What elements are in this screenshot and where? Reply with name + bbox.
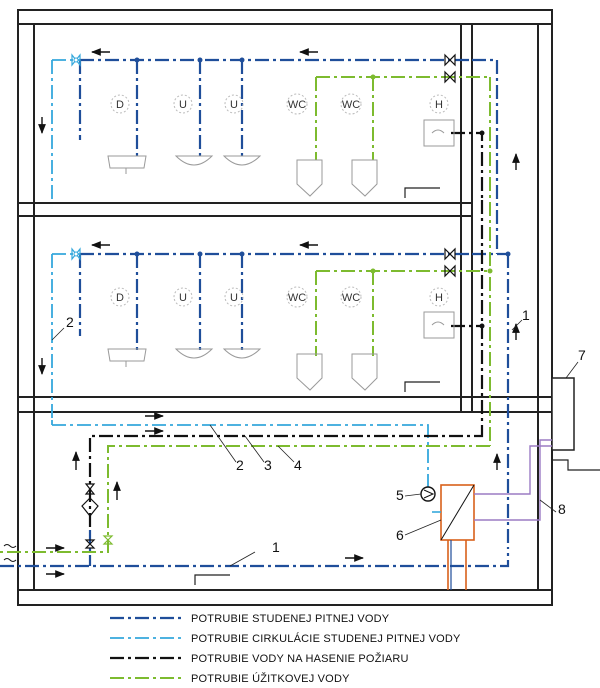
svg-text:WC: WC bbox=[288, 292, 306, 304]
floor-2: D U U WC WC H bbox=[38, 48, 520, 200]
washbasin-icon bbox=[222, 155, 262, 166]
callout-label: 2 bbox=[66, 314, 74, 330]
legend-item: POTRUBIE VODY NA HASENIE POŽIARU bbox=[110, 652, 409, 665]
legend-item: POTRUBIE CIRKULÁCIE STUDENEJ PITNEJ VODY bbox=[110, 632, 461, 645]
svg-text:POTRUBIE CIRKULÁCIE STUDENEJ P: POTRUBIE CIRKULÁCIE STUDENEJ PITNEJ VODY bbox=[191, 632, 461, 645]
fire-hydrant-cabinet-icon bbox=[423, 119, 455, 147]
valve-icon bbox=[71, 53, 81, 67]
sink-icon bbox=[107, 348, 147, 367]
callout-label: 3 bbox=[264, 457, 272, 473]
callout-label: 2 bbox=[236, 457, 244, 473]
valve-icon bbox=[444, 247, 456, 261]
fire-hydrant-cabinet-icon bbox=[423, 311, 455, 339]
valve-icon bbox=[84, 483, 96, 495]
legend-item: POTRUBIE STUDENEJ PITNEJ VODY bbox=[110, 613, 390, 625]
callout-label: 7 bbox=[578, 347, 586, 363]
callouts: 1 2 1 2 3 4 5 6 7 8 bbox=[51, 307, 586, 567]
callout-label: 5 bbox=[396, 487, 404, 503]
svg-text:POTRUBIE VODY NA HASENIE POŽIA: POTRUBIE VODY NA HASENIE POŽIARU bbox=[191, 652, 409, 665]
legend: POTRUBIE STUDENEJ PITNEJ VODY POTRUBIE C… bbox=[110, 613, 461, 685]
svg-text:POTRUBIE ÚŽITKOVEJ VODY: POTRUBIE ÚŽITKOVEJ VODY bbox=[191, 672, 350, 685]
svg-text:U: U bbox=[230, 292, 238, 304]
svg-text:U: U bbox=[230, 99, 238, 111]
pipe-break-icon bbox=[3, 544, 17, 548]
svg-text:U: U bbox=[179, 99, 187, 111]
sink-icon bbox=[107, 155, 147, 174]
washbasin-icon bbox=[222, 348, 262, 359]
svg-text:POTRUBIE STUDENEJ PITNEJ VODY: POTRUBIE STUDENEJ PITNEJ VODY bbox=[191, 613, 390, 625]
callout-label: 6 bbox=[396, 527, 404, 543]
basement bbox=[0, 377, 575, 590]
hose-reel-icon bbox=[431, 321, 445, 326]
valve-icon bbox=[444, 53, 456, 67]
risers bbox=[51, 60, 520, 548]
toilet-icon bbox=[296, 353, 323, 391]
callout-label: 1 bbox=[272, 539, 280, 555]
legend-item: POTRUBIE ÚŽITKOVEJ VODY bbox=[110, 672, 350, 685]
toilet-icon bbox=[296, 159, 323, 197]
callout-label: 4 bbox=[294, 457, 302, 473]
washbasin-icon bbox=[174, 155, 214, 166]
building-structure bbox=[17, 9, 600, 606]
svg-text:H: H bbox=[435, 99, 443, 111]
fixture-label: D bbox=[110, 94, 130, 114]
valve-icon bbox=[444, 70, 456, 84]
control-cable bbox=[474, 445, 552, 495]
building-outline bbox=[17, 9, 553, 606]
floor-1: D U U WC WC H bbox=[38, 241, 511, 420]
svg-text:D: D bbox=[116, 99, 124, 111]
svg-text:WC: WC bbox=[288, 99, 306, 111]
pipe-break-icon bbox=[3, 558, 17, 562]
fixture-label: U bbox=[173, 94, 193, 114]
fixture-label: U bbox=[224, 287, 244, 307]
toilet-icon bbox=[351, 159, 378, 197]
fixture-label: H bbox=[429, 94, 449, 114]
fixture-label: D bbox=[110, 287, 130, 307]
svg-text:U: U bbox=[179, 292, 187, 304]
callout-label: 1 bbox=[522, 307, 530, 323]
hose-reel-icon bbox=[431, 129, 445, 134]
water-meter-icon bbox=[81, 497, 99, 517]
fixture-label: U bbox=[224, 94, 244, 114]
control-unit-icon bbox=[551, 377, 575, 451]
svg-text:WC: WC bbox=[342, 292, 360, 304]
svg-text:H: H bbox=[435, 292, 443, 304]
toilet-icon bbox=[351, 353, 378, 391]
fixture-label: U bbox=[173, 287, 193, 307]
valve-icon bbox=[71, 247, 81, 261]
fixture-label: WC bbox=[286, 93, 308, 115]
fixture-label: WC bbox=[286, 286, 308, 308]
valve-icon bbox=[84, 539, 96, 549]
svg-text:WC: WC bbox=[342, 99, 360, 111]
svg-text:D: D bbox=[116, 292, 124, 304]
fixture-label: H bbox=[429, 287, 449, 307]
control-cable bbox=[474, 439, 552, 521]
callout-label: 8 bbox=[558, 501, 566, 517]
fixture-label: WC bbox=[340, 93, 362, 115]
valve-icon bbox=[102, 535, 114, 545]
fixture-label: WC bbox=[340, 286, 362, 308]
washbasin-icon bbox=[174, 348, 214, 359]
valve-icon bbox=[444, 264, 456, 278]
